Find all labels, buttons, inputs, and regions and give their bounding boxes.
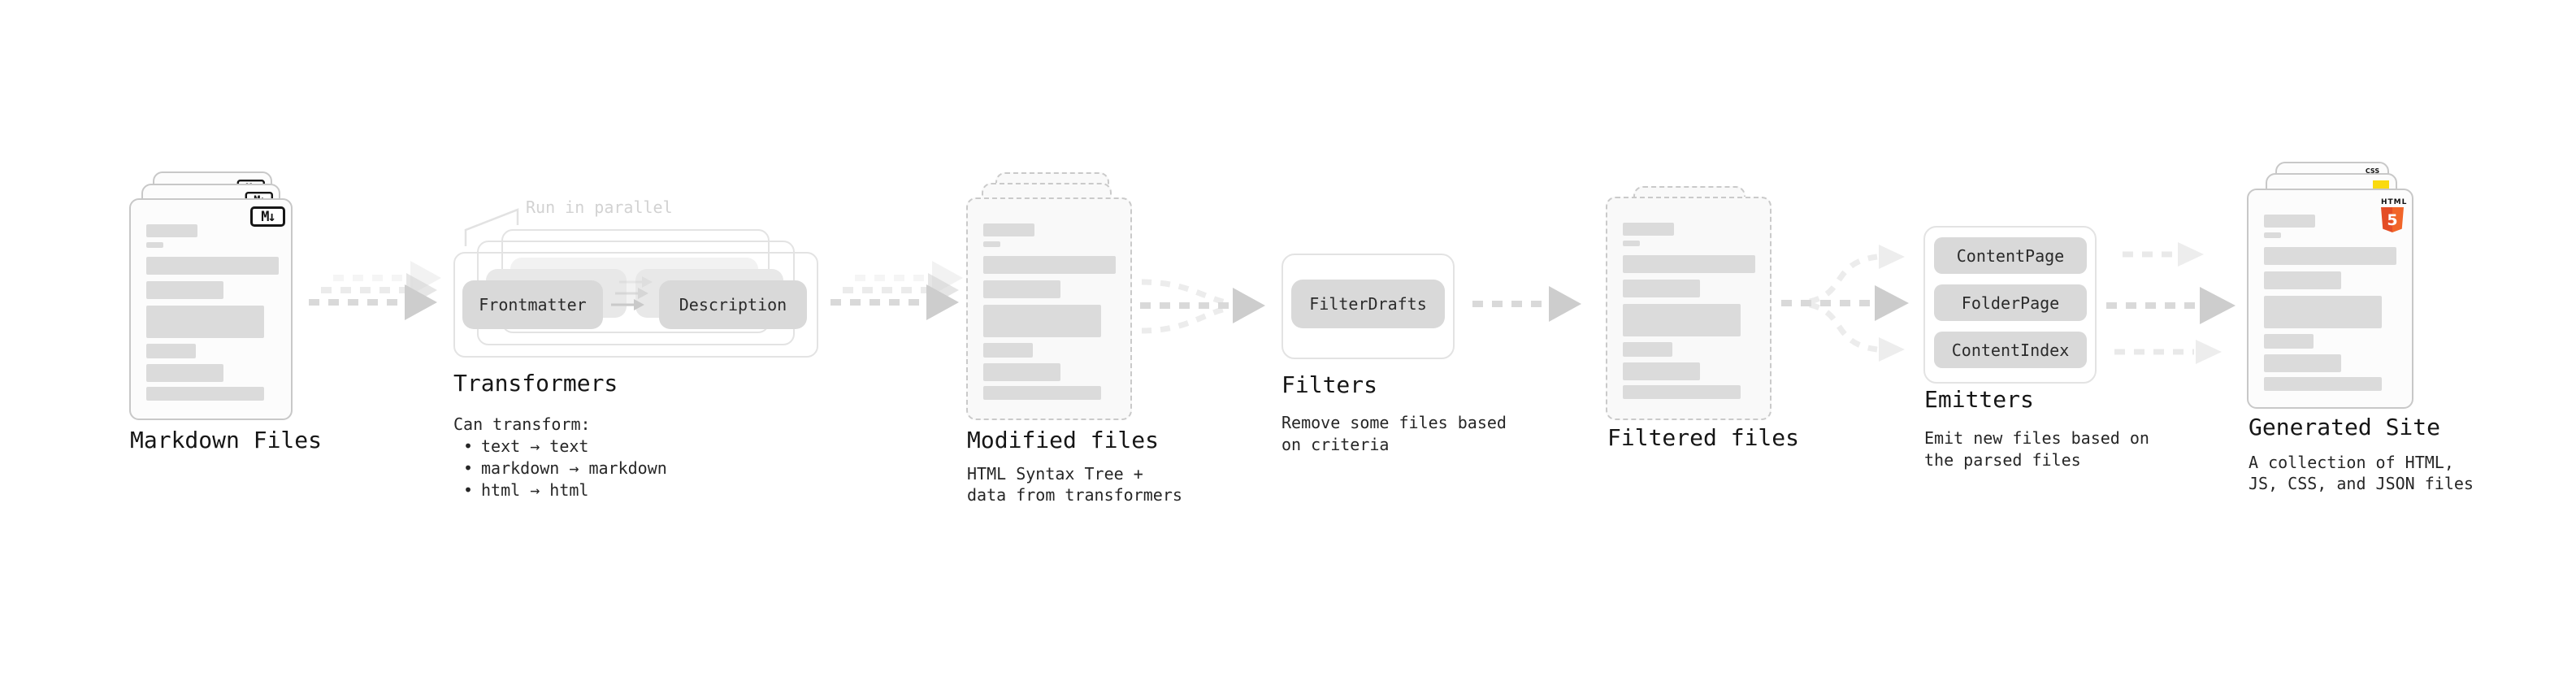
emitters-caption: Emit new files based on the parsed files [1924,427,2149,471]
contentindex-pill: ContentIndex [1934,332,2087,368]
stage-title-transformers: Transformers [453,370,618,397]
caption-line: the parsed files [1924,450,2081,470]
placeholder-bar [983,305,1101,337]
generated-file-html: HTML 5 [2247,189,2413,409]
transform-bullet: markdown → markdown [453,458,667,479]
caption-line: A collection of HTML, [2249,453,2454,472]
html5-icon-number: 5 [2387,210,2398,229]
css-icon-label: CSS [2365,167,2380,175]
placeholder-bar [146,257,279,275]
placeholder-bar [1623,304,1741,336]
placeholder-bar [983,241,1000,247]
modified-file-front [966,197,1132,420]
filterdrafts-pill: FilterDrafts [1291,280,1445,328]
placeholder-bar [2264,354,2341,372]
transform-bullet: text → text [453,436,667,458]
generated-caption: A collection of HTML, JS, CSS, and JSON … [2249,452,2474,494]
html5-icon: HTML 5 [2381,198,2408,232]
placeholder-bar [2264,215,2315,228]
placeholder-bar [1623,255,1755,273]
placeholder-bar [983,256,1116,274]
placeholder-bar [1623,241,1640,246]
caption-line: Can transform: [453,414,591,434]
frontmatter-pill: Frontmatter [462,280,603,329]
caption-line: data from transformers [967,485,1182,505]
caption-line: on criteria [1281,435,1390,454]
placeholder-bar [1623,385,1741,399]
placeholder-bar [146,242,163,248]
placeholder-bar [1623,280,1700,297]
placeholder-bar [2264,377,2382,391]
placeholder-bar [983,223,1034,236]
arrow-filtered-to-emitters-fanout [1781,245,1909,362]
placeholder-bar [1623,342,1672,357]
markdown-file-front: M↓ [129,198,293,420]
stage-title-modified-files: Modified files [967,427,1160,453]
placeholder-bar [2264,247,2396,265]
placeholder-bar [983,343,1033,358]
transformers-caption: Can transform: text → text markdown → ma… [453,414,667,501]
html5-icon-shield: 5 [2381,207,2404,232]
modified-caption: HTML Syntax Tree + data from transformer… [967,463,1182,505]
placeholder-bar [1623,362,1700,380]
stage-title-filtered-files: Filtered files [1607,424,1800,451]
placeholder-bar [983,363,1060,381]
folderpage-pill: FolderPage [1934,284,2087,321]
placeholder-bar [2264,232,2281,238]
contentpage-pill: ContentPage [1934,237,2087,274]
arrow-filters-to-filtered [1472,286,1581,322]
filtered-file-front [1606,197,1772,420]
stage-title-filters: Filters [1281,371,1378,398]
filters-caption: Remove some files based on criteria [1281,412,1507,456]
placeholder-bar [983,280,1060,298]
placeholder-bar [1623,223,1674,236]
arrow-modified-to-filters-merge [1140,279,1265,334]
description-pill: Description [659,280,807,329]
caption-line: Remove some files based [1281,413,1507,432]
placeholder-bar [146,364,223,382]
placeholder-bar [2264,271,2341,289]
caption-line: JS, CSS, and JSON files [2249,474,2474,493]
placeholder-bar [146,344,196,358]
caption-line: HTML Syntax Tree + [967,464,1143,484]
markdown-icon-glyph: M↓ [261,208,276,225]
transform-bullet: html → html [453,479,667,501]
placeholder-bar [146,281,223,299]
placeholder-bar [2264,296,2382,328]
placeholder-bar [146,224,197,237]
arrow-emitters-to-generated [2106,242,2236,364]
markdown-icon: M↓ [250,206,285,227]
run-in-parallel-annotation: Run in parallel [526,197,673,217]
placeholder-bar [983,386,1101,400]
html5-icon-label: HTML [2381,198,2408,206]
transformer-card-front [453,252,818,358]
placeholder-bar [146,387,264,401]
stage-title-markdown-files: Markdown Files [130,427,323,453]
caption-line: Emit new files based on [1924,428,2149,448]
placeholder-bar [146,306,264,338]
arrow-markdown-to-transformers [309,261,441,320]
stage-title-emitters: Emitters [1924,386,2034,413]
stage-title-generated-site: Generated Site [2249,414,2441,440]
placeholder-bar [2264,334,2314,349]
arrow-transformers-to-modified [830,261,963,320]
